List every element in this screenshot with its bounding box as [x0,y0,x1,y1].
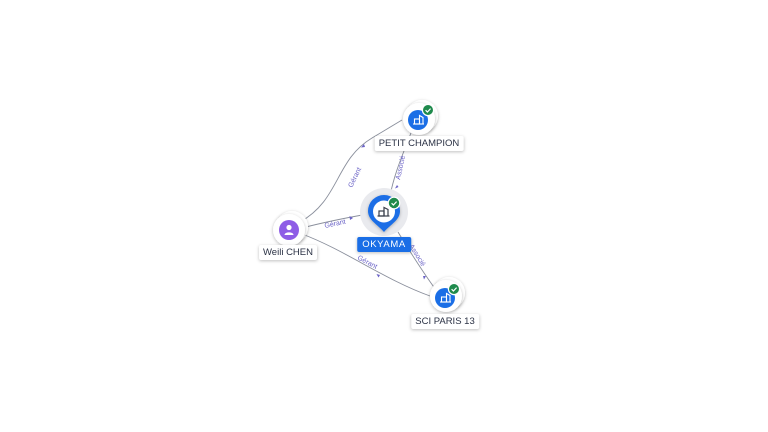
edge-label-person-petit: Gérant [348,167,364,189]
building-icon [440,292,451,303]
node-label-weili-chen[interactable]: Weili CHEN [259,245,317,260]
node-petit-champion[interactable] [403,100,438,135]
arrow-person-sci [376,274,380,278]
node-label-sci-paris-13[interactable]: SCI PARIS 13 [411,314,479,329]
arrow-center-petit [395,185,399,189]
edge-arrows [349,144,426,280]
node-label-petit-champion[interactable]: PETIT CHAMPION [374,136,464,151]
edge-person-sci [301,233,431,297]
node-weili-chen[interactable] [273,211,308,246]
arrow-person-petit [361,144,365,148]
node-okyama[interactable] [360,188,408,236]
arrow-center-sci [423,276,426,280]
verified-check-icon [421,103,435,117]
edge-label-person-sci: Gérant [356,255,378,271]
building-icon [377,206,390,217]
node-label-okyama[interactable]: OKYAMA [357,237,411,252]
edge-label-person-center: Gérant [324,219,346,230]
node-sci-paris-13[interactable] [430,277,465,312]
edge-person-petit [299,119,403,223]
edge-center-petit [389,129,413,197]
verified-check-icon [447,282,461,296]
verified-check-icon [387,196,401,210]
arrow-person-center [349,216,353,220]
edge-label-center-petit: Associé [395,155,407,181]
building-icon [413,114,424,125]
person-icon [284,224,294,235]
